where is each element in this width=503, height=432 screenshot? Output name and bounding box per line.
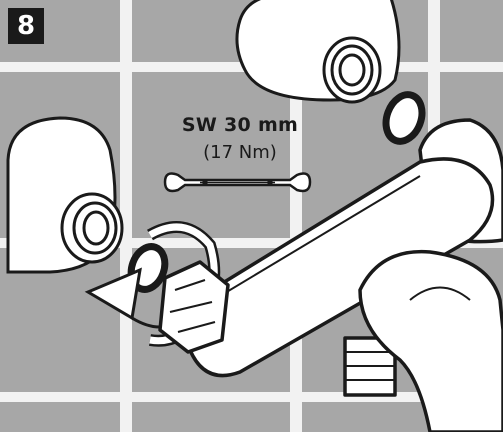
wall-rosette-left: [6, 116, 124, 274]
wall-rosette-right: [235, 0, 401, 104]
shower-mixer-body: [158, 118, 503, 432]
washer-right: [382, 91, 426, 145]
step-number-badge: 8: [8, 8, 44, 44]
torque-label: (17 Nm): [203, 142, 277, 163]
seal-washers: [127, 91, 426, 293]
open-end-wrench-icon: [163, 172, 312, 193]
wrench-size-label: SW 30 mm: [181, 114, 299, 136]
